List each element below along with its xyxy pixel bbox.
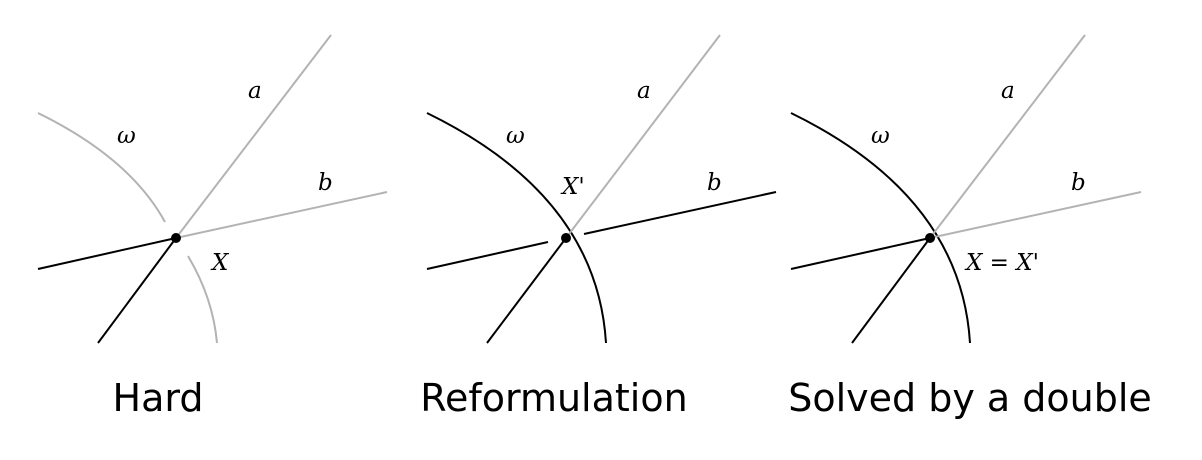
line-a-lower [97,237,177,344]
line-b-right [583,191,777,235]
line-b-right [175,191,388,239]
label-point: X' [560,174,585,200]
caption-hard: Hard [113,376,204,420]
point-x [171,233,181,243]
label-a: a [248,78,262,104]
circle-omega-arc [426,112,607,344]
circle-omega-upper-arc [37,112,166,223]
line-b-right [929,191,1142,239]
line-a-lower [851,237,931,344]
point-x-equals-x-prime [925,233,935,243]
label-a: a [637,78,651,104]
line-a-upper [565,34,721,239]
line-a-upper [175,34,332,239]
label-point: X = X' [964,250,1039,276]
line-b-left [790,237,931,270]
line-a-upper [929,34,1086,239]
circle-omega-arc [790,112,971,344]
panel-reformulation: ω a b X' Reformulation [420,34,777,420]
label-b: b [707,170,722,196]
point-x-prime [561,233,571,243]
label-omega: ω [871,123,890,149]
caption-solved: Solved by a double [788,376,1152,420]
label-a: a [1001,78,1015,104]
line-b-left [426,241,549,270]
circle-omega-lower-arc [187,255,218,344]
panel-solved: ω a b X = X' Solved by a double [788,34,1152,420]
line-b-left [37,237,177,270]
label-point: X [210,250,230,276]
line-a-lower [486,237,567,344]
caption-reformulation: Reformulation [420,376,687,420]
label-b: b [318,170,333,196]
label-omega: ω [117,123,136,149]
label-b: b [1071,170,1086,196]
panel-hard: ω a b X Hard [37,34,388,420]
label-omega: ω [506,123,525,149]
